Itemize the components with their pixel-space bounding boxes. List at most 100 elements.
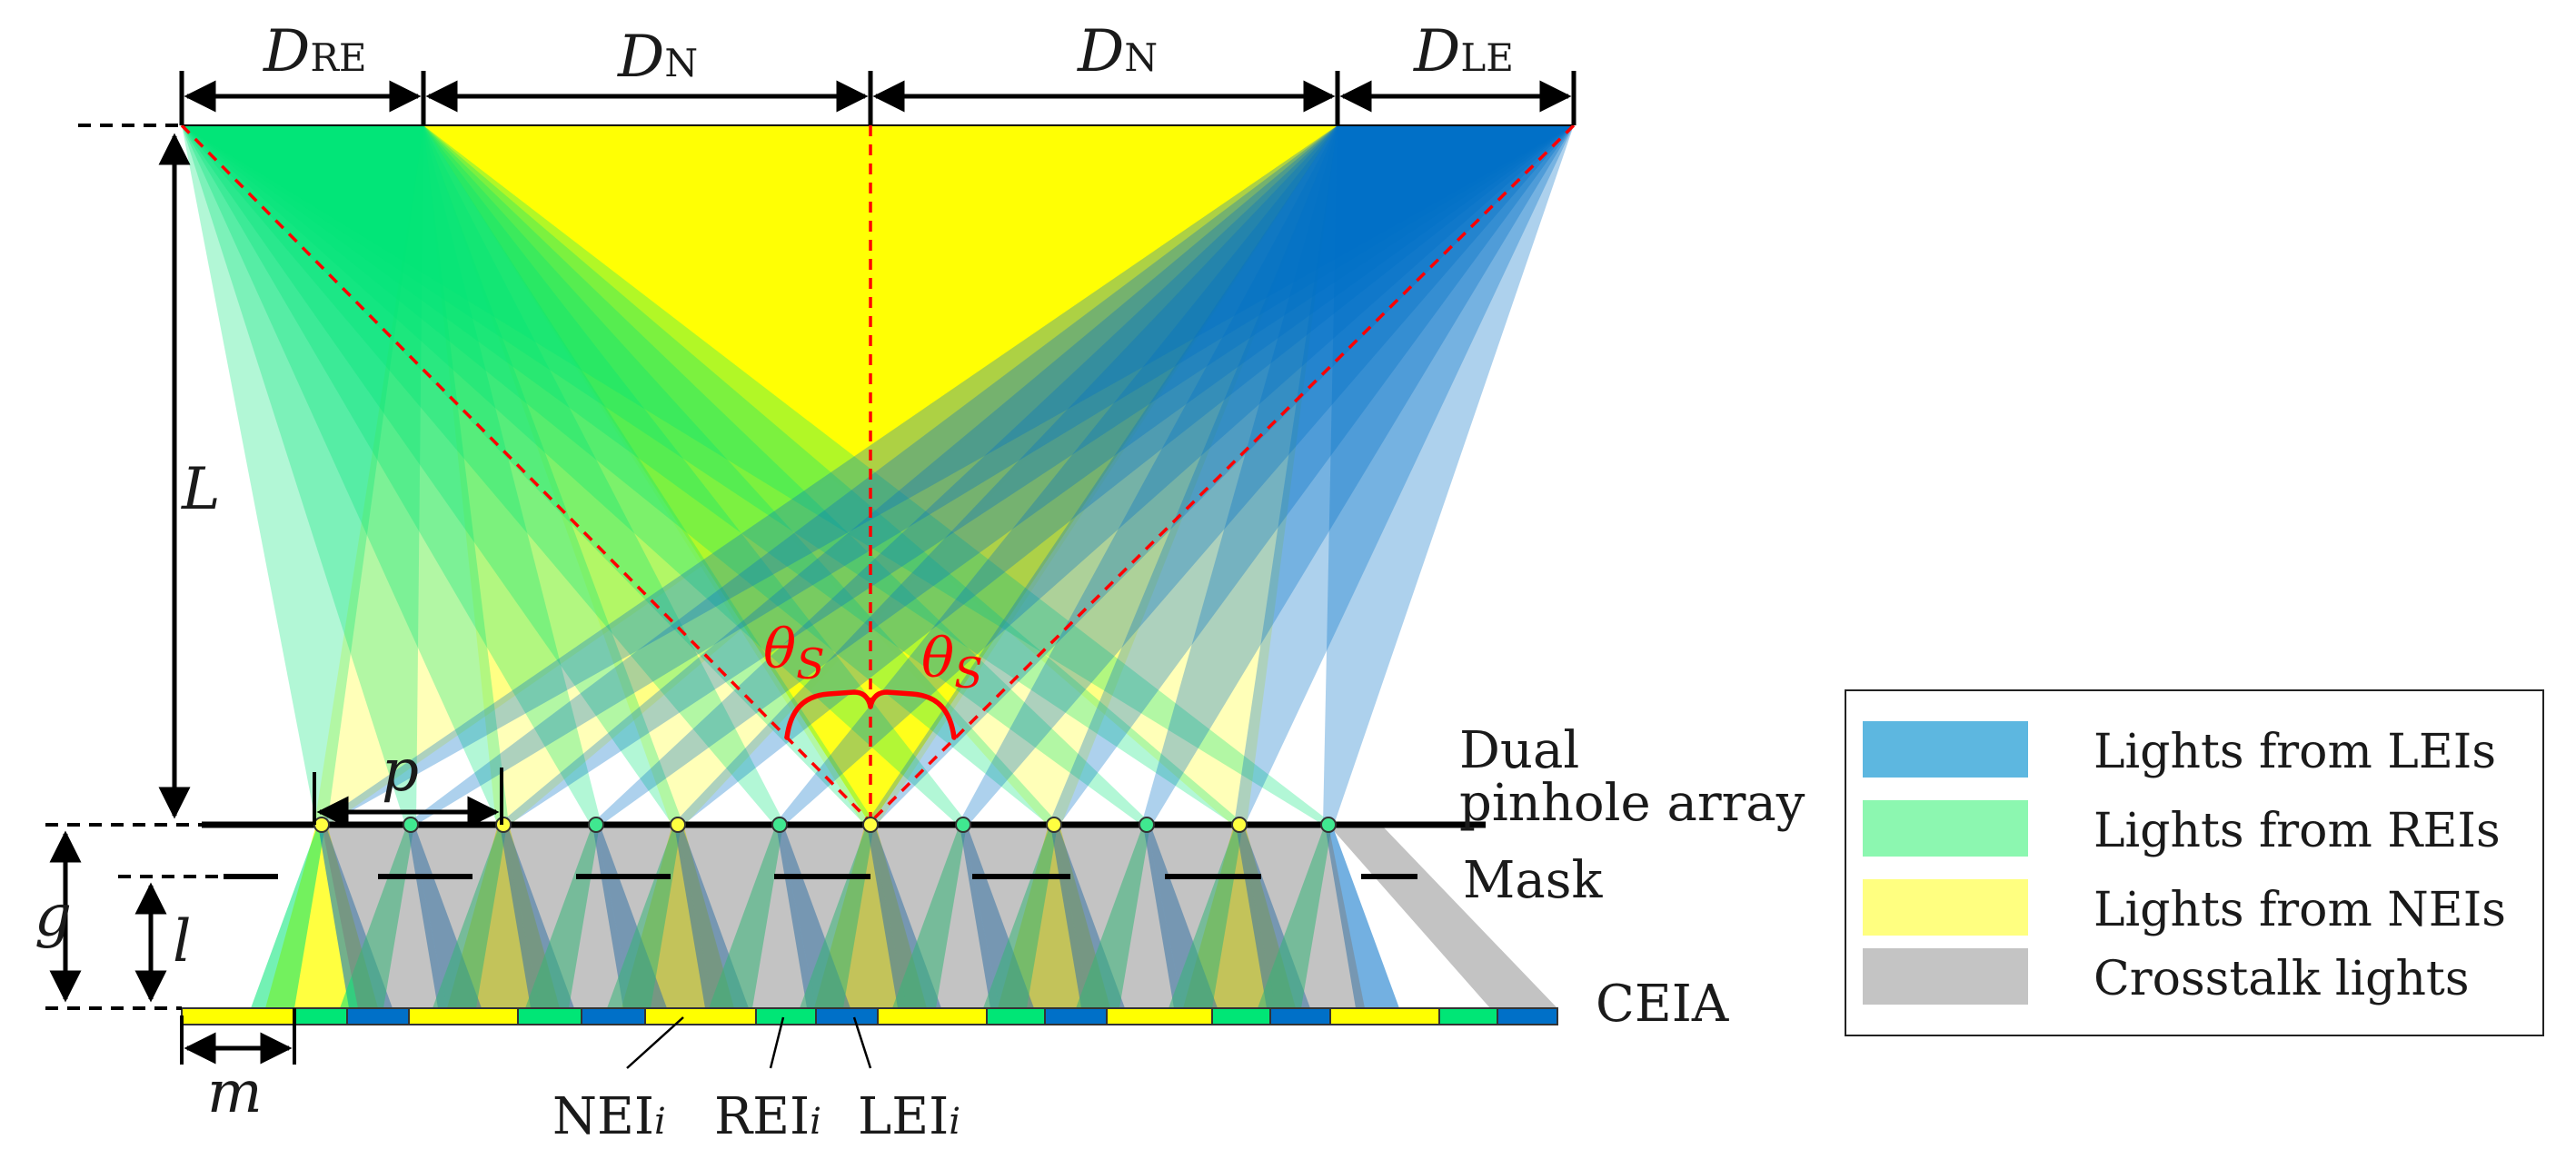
legend-label-nei: Lights from NEIs [2094,883,2506,937]
pinhole [670,817,686,833]
legend-label-rei: Lights from REIs [2094,804,2501,858]
legend-label-lei: Lights from LEIs [2094,725,2497,779]
rei-light-ray [182,125,602,825]
rei-light-ray [182,125,683,825]
pinhole [771,817,788,833]
rei-light-ray [182,125,1152,825]
rei-lower-cone [983,825,1058,1008]
rei-lower-cone [433,825,507,1008]
legend-swatch-lei [1863,721,2028,778]
ceia-element [877,1007,988,1025]
nei-light-ray [423,125,1338,825]
ceia-element [1329,1007,1440,1025]
legend: Lights from LEIs Lights from REIs Lights… [1845,689,2544,1036]
ceia-element [581,1007,646,1025]
nei-light-fan [423,125,1338,825]
lei-light-ray [498,125,1574,825]
legend-swatch-crosstalk [1863,948,2028,1005]
crosstalk-light [963,825,1090,1008]
width-m-label: m [207,1059,263,1126]
crosstalk-light [322,825,447,1008]
crosstalk-lights [322,825,1557,1008]
length-L-label: L [181,456,221,523]
pinhole [862,817,879,833]
crosstalk-light [1239,825,1365,1008]
gap-g-label: g [35,883,72,950]
rei-label: REIi [714,1087,821,1146]
lei-light-ray [1323,125,1574,825]
ceia-element [1044,1007,1108,1025]
rei-light-ray [182,125,423,825]
crosstalk-light [411,825,540,1008]
d-n-right-label: DN [1077,18,1158,85]
theta-left-label: θS [763,618,825,688]
legend-item-crosstalk: Crosstalk lights [1863,948,2535,1006]
legend-swatch-rei [1863,800,2028,857]
pinhole [1139,817,1155,833]
legend-item-rei: Lights from REIs [1863,800,2535,858]
nei-light-ray [423,125,1338,825]
ceia-element [755,1007,817,1025]
lei-light-ray [1049,125,1574,825]
nei-light-ray [314,125,1338,825]
nei-label: NEIi [552,1087,666,1146]
crosstalk-light [503,825,632,1008]
theta-braces [784,689,957,740]
rei-light-ray [182,125,876,825]
top-dimensions [179,71,1576,125]
rei-lower-cone [607,825,681,1008]
rei-light-ray [182,125,1245,825]
pinholes [313,817,1337,833]
ceia-element [1211,1007,1271,1025]
rei-lower-cone [892,825,967,1008]
ceia-element [346,1007,410,1025]
d-le-label: DLE [1413,18,1514,85]
rei-light-ray [182,125,423,825]
ceia-element [815,1007,879,1025]
mask-distance-l-label: l [173,908,191,976]
nei-light-ray [423,125,1338,825]
crosstalk-light [780,825,907,1008]
pinhole-array-label-line2: pinhole array [1459,774,1805,833]
ceia-bar [181,1007,1558,1025]
rei-lower-cone [1169,825,1243,1008]
ceia-label: CEIA [1596,975,1729,1034]
pinhole [955,817,971,833]
left-dimensions [45,124,503,1065]
rei-lower-cone [709,825,783,1008]
crosstalk-light [1054,825,1183,1008]
pinhole [313,817,330,833]
legend-label-crosstalk: Crosstalk lights [2094,952,2470,1006]
light-fans [182,125,1574,1008]
lei-light-ray [958,125,1574,825]
rei-lower-cone [340,825,414,1008]
lei-light-ray [1234,125,1574,825]
lei-light-ray [405,125,1574,825]
crosstalk-light [870,825,1000,1008]
legend-swatch-nei [1863,879,2028,936]
crosstalk-light [1147,825,1276,1008]
lei-light-ray [774,125,1574,825]
legend-item-nei: Lights from NEIs [1863,879,2535,937]
pitch-p-label: p [382,738,419,805]
ceia-element [986,1007,1046,1025]
ceia-element [644,1007,757,1025]
crosstalk-light [596,825,714,1008]
lei-lower-cone [1325,825,1399,1008]
rei-light-ray [182,125,1059,825]
rei-lower-cone [800,825,874,1008]
ceia-element [1269,1007,1331,1025]
ceia-element [408,1007,519,1025]
nei-light-ray [423,125,1338,825]
ceia-element [181,1007,295,1025]
rei-lower-cone [1258,825,1332,1008]
lei-light-ray [591,125,1574,825]
pinhole [403,817,419,833]
ceia-element [293,1007,348,1025]
lei-label: LEIi [858,1087,960,1146]
pinhole [1320,817,1337,833]
theta-right-label: θS [921,627,983,698]
lei-light-ray [316,125,1574,825]
ceia-element [1106,1007,1213,1025]
ceia-element [1438,1007,1498,1025]
